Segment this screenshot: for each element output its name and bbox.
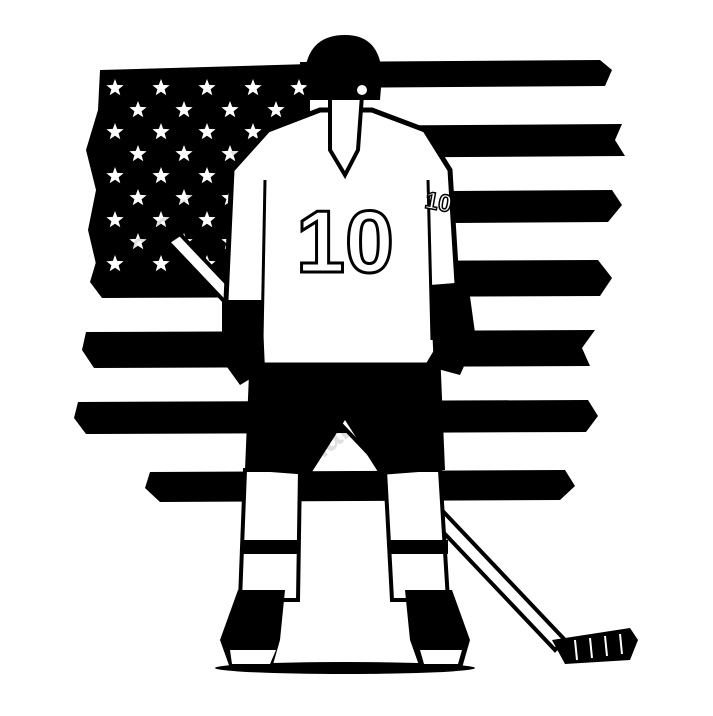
flag-stripe <box>145 470 575 502</box>
left-sock <box>237 468 303 602</box>
star-icon <box>221 145 239 162</box>
star-icon <box>175 189 193 206</box>
star-icon <box>244 79 262 96</box>
left-skate <box>220 590 285 668</box>
stick-blade <box>552 628 638 664</box>
star-icon <box>198 167 216 184</box>
star-icon <box>152 123 170 140</box>
star-icon <box>152 167 170 184</box>
star-icon <box>267 101 285 118</box>
star-icon <box>198 211 216 228</box>
star-icon <box>106 167 124 184</box>
star-icon <box>106 79 124 96</box>
star-icon <box>175 145 193 162</box>
jersey-number: 10 <box>296 192 394 291</box>
star-icon <box>198 123 216 140</box>
star-icon <box>198 79 216 96</box>
shadow <box>215 662 475 674</box>
star-icon <box>221 101 239 118</box>
star-icon <box>129 145 147 162</box>
star-icon <box>152 211 170 228</box>
star-icon <box>244 123 262 140</box>
star-icon <box>106 255 124 272</box>
star-icon <box>152 255 170 272</box>
right-sock <box>382 468 451 602</box>
sleeve-number: 10 <box>423 187 454 218</box>
star-icon <box>106 123 124 140</box>
helmet <box>305 35 382 100</box>
star-icon <box>106 211 124 228</box>
right-skate <box>405 590 470 668</box>
star-icon <box>129 189 147 206</box>
star-icon <box>152 79 170 96</box>
star-icon <box>129 101 147 118</box>
right-glove <box>430 282 476 375</box>
shorts <box>245 350 445 475</box>
star-icon <box>290 79 308 96</box>
star-icon <box>129 233 147 250</box>
star-icon <box>175 101 193 118</box>
left-glove <box>222 300 265 385</box>
hockey-player: 10 10 <box>215 35 476 674</box>
